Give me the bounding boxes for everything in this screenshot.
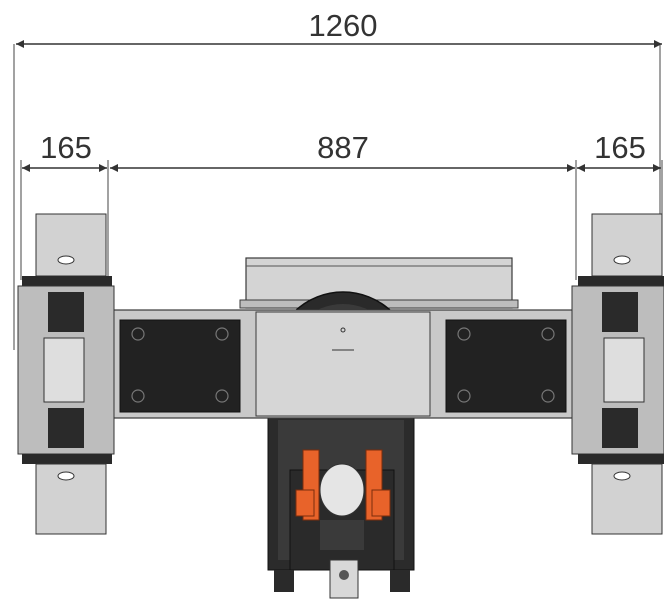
dimension-center-span: 887: [110, 130, 577, 280]
dimension-left-wheel: 165: [20, 130, 109, 280]
dimension-left-wheel-label: 165: [40, 130, 92, 165]
dimension-right-wheel-label: 165: [594, 130, 646, 165]
left-wheel-assembly: [17, 213, 115, 535]
cross-beam: [105, 309, 581, 419]
dimension-overall-label: 1260: [309, 8, 378, 43]
dimension-center-span-label: 887: [317, 130, 369, 165]
drive-unit: [267, 409, 415, 599]
top-housing: [239, 257, 519, 309]
right-wheel-assembly: [571, 213, 664, 535]
orange-actuators: [295, 449, 391, 521]
dimension-overall: 1260: [13, 8, 662, 350]
